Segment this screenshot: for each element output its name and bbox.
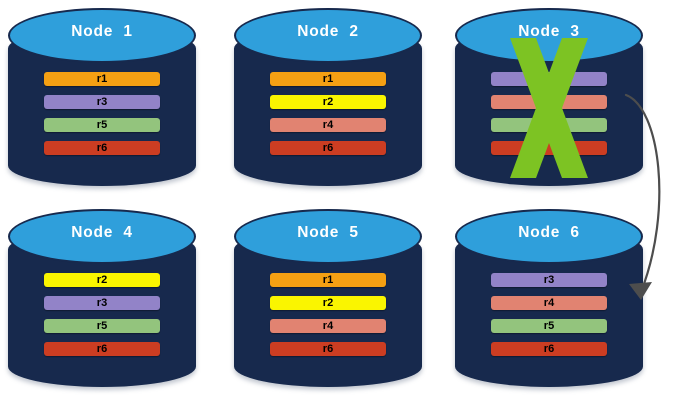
replica-bar-r5[interactable]: r5 [44, 118, 160, 132]
node-1[interactable]: r1 r3 r5 r6 Node 1 [8, 8, 196, 186]
node-2-replica-list: r1 r2 r4 r6 [270, 72, 386, 155]
node-4-title: Node 4 [71, 224, 133, 241]
replica-bar-r1[interactable]: r1 [270, 273, 386, 287]
replica-bar-r3[interactable]: r3 [44, 95, 160, 109]
replica-bar-r3[interactable]: r3 [44, 296, 160, 310]
replica-bar-r5[interactable]: r5 [491, 319, 607, 333]
replica-bar-r5[interactable] [491, 118, 607, 132]
node-6-cylinder-top [455, 209, 643, 264]
node-1-cylinder-top [8, 8, 196, 63]
replica-bar-r6[interactable]: r6 [270, 342, 386, 356]
node-1-title: Node 1 [71, 23, 133, 40]
node-5-title: Node 5 [297, 224, 359, 241]
node-4-replica-list: r2 r3 r5 r6 [44, 273, 160, 356]
node-6-replica-list: r3 r4 r5 r6 [491, 273, 607, 356]
node-1-replica-list: r1 r3 r5 r6 [44, 72, 160, 155]
replica-bar-r1[interactable]: r1 [270, 72, 386, 86]
replica-bar-r2[interactable]: r2 [270, 296, 386, 310]
replica-bar-r5[interactable]: r5 [44, 319, 160, 333]
node-2-cylinder-top [234, 8, 422, 63]
replica-bar-r6[interactable]: r6 [44, 141, 160, 155]
node-6-title: Node 6 [518, 224, 580, 241]
replica-bar-r1[interactable]: r1 [44, 72, 160, 86]
node-2[interactable]: r1 r2 r4 r6 Node 2 [234, 8, 422, 186]
node-3[interactable]: r3 Node 3 [455, 8, 643, 186]
replica-bar-r6[interactable]: r6 [491, 342, 607, 356]
replica-bar-r2[interactable]: r2 [44, 273, 160, 287]
node-4-cylinder-top [8, 209, 196, 264]
replica-bar-r4[interactable] [491, 95, 607, 109]
replica-bar-r6[interactable] [491, 141, 607, 155]
replica-bar-r4[interactable]: r4 [270, 118, 386, 132]
node-5-replica-list: r1 r2 r4 r6 [270, 273, 386, 356]
replica-bar-r3[interactable]: r3 [491, 273, 607, 287]
replica-bar-r6[interactable]: r6 [44, 342, 160, 356]
replica-bar-r6[interactable]: r6 [270, 141, 386, 155]
node-3-title: Node 3 [518, 23, 580, 40]
node-4[interactable]: r2 r3 r5 r6 Node 4 [8, 209, 196, 387]
replica-bar-r2[interactable]: r2 [270, 95, 386, 109]
replica-bar-r4[interactable]: r4 [491, 296, 607, 310]
node-5-cylinder-top [234, 209, 422, 264]
replica-bar-r4[interactable]: r4 [270, 319, 386, 333]
node-6[interactable]: r3 r4 r5 r6 Node 6 [455, 209, 643, 387]
node-5[interactable]: r1 r2 r4 r6 Node 5 [234, 209, 422, 387]
node-3-replica-list: r3 [491, 72, 607, 155]
node-2-title: Node 2 [297, 23, 359, 40]
replica-bar-r3[interactable]: r3 [491, 72, 607, 86]
